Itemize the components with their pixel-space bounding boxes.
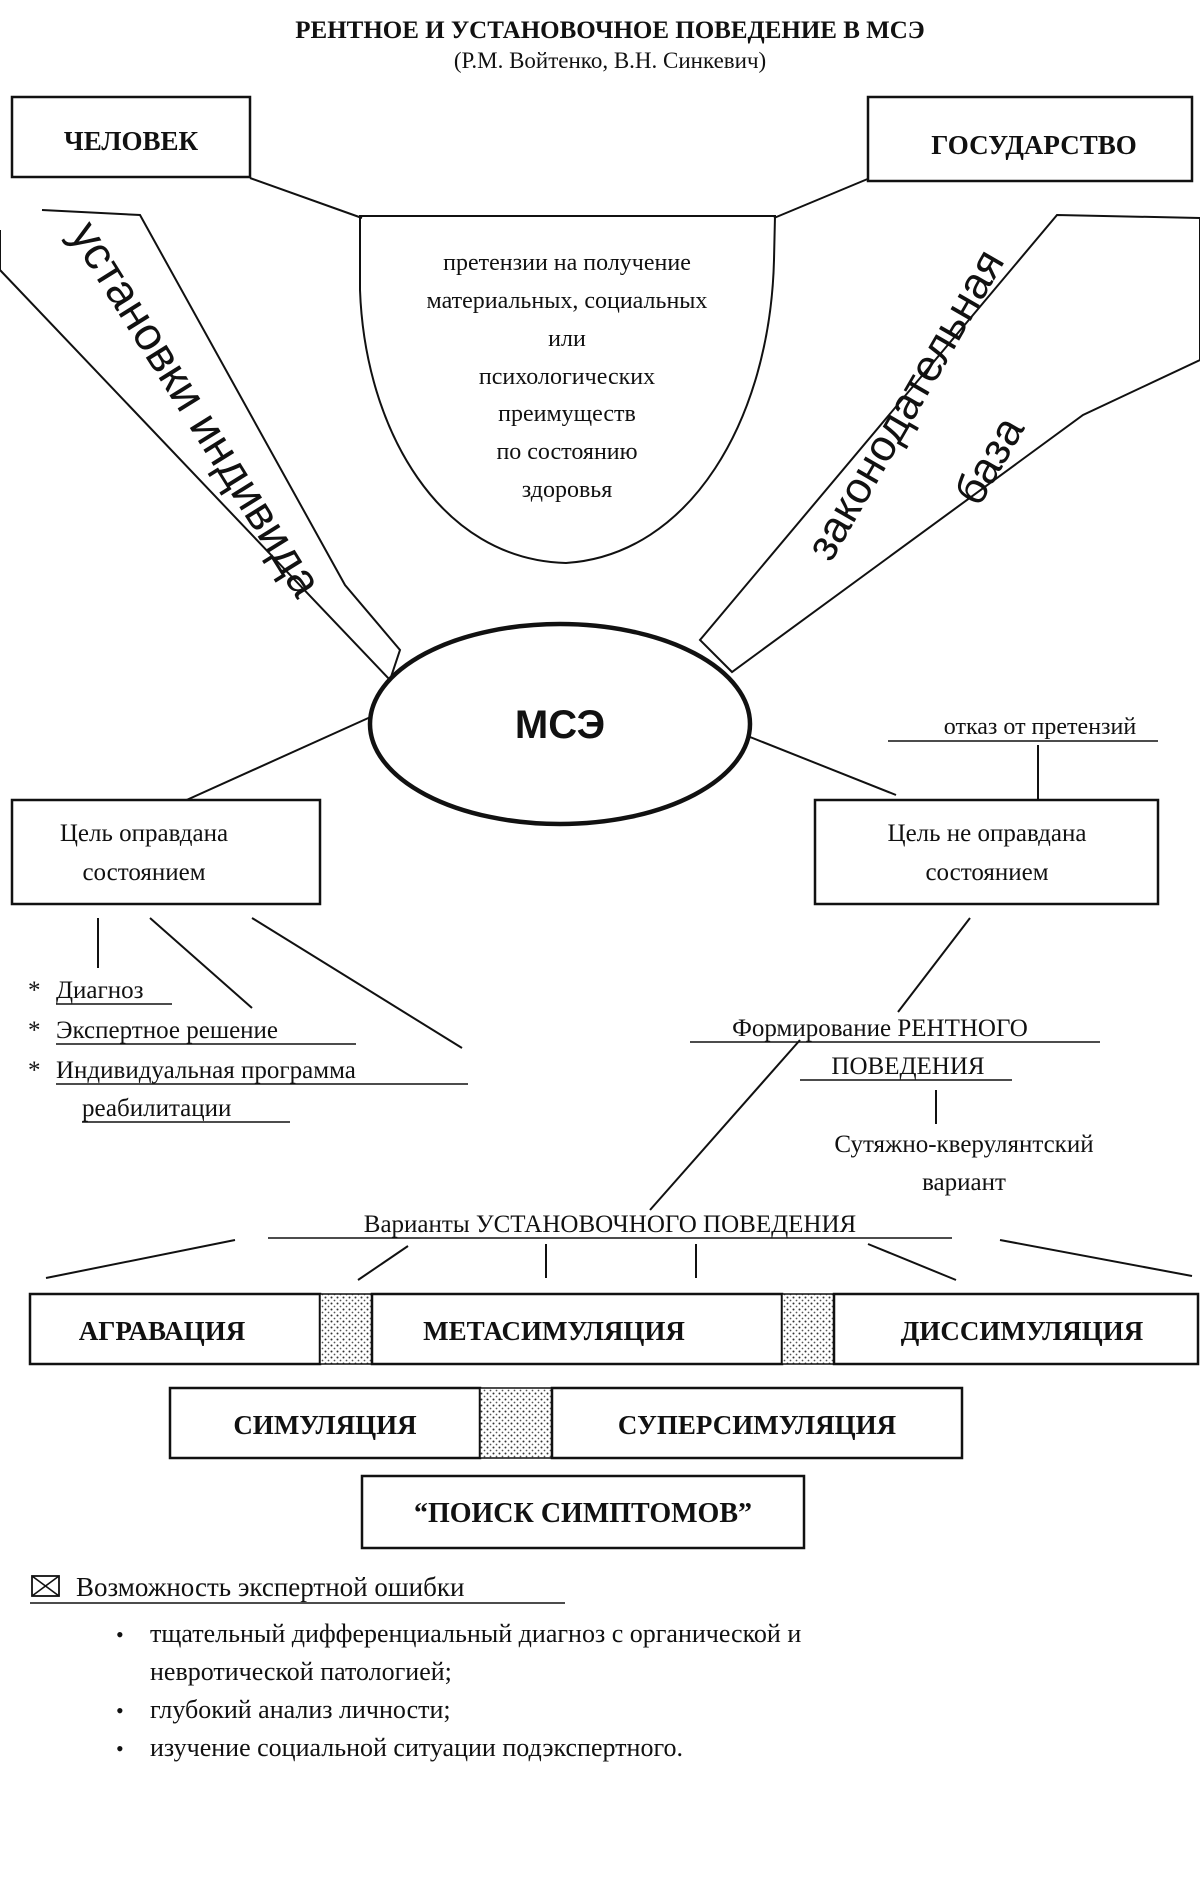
error-bullet: •: [116, 1736, 124, 1761]
error-item-line: глубокий анализ личности;: [150, 1695, 451, 1724]
variant-supersimulation: СУПЕРСИМУЛЯЦИЯ: [618, 1410, 897, 1440]
claims-line: здоровья: [522, 477, 613, 503]
person-label: ЧЕЛОВЕК: [64, 126, 199, 156]
legislation-band: [698, 213, 1200, 674]
litigious-line: Сутяжно-кверулянтский: [834, 1131, 1093, 1158]
litigious-line: вариант: [922, 1169, 1006, 1196]
variant-box: [370, 1292, 784, 1366]
variant-box: [832, 1292, 1200, 1366]
left-branch-connectors: [97, 917, 463, 1049]
mse-label: МСЭ: [515, 703, 605, 747]
left-item: реабилитации: [82, 1095, 231, 1122]
diagram-title: РЕНТНОЕ И УСТАНОВОЧНОЕ ПОВЕДЕНИЕ В МСЭ: [295, 17, 924, 44]
error-item-line: невротической патологией;: [150, 1657, 452, 1686]
variant-dissimulation: ДИССИМУЛЯЦИЯ: [901, 1316, 1144, 1346]
variant-box: [550, 1386, 964, 1460]
claims-cup: [359, 215, 777, 565]
goal-not-justified-line: Цель не оправдана: [888, 820, 1087, 847]
rent-line: Формирование РЕНТНОГО: [732, 1015, 1028, 1042]
state-label: ГОСУДАРСТВО: [931, 130, 1136, 160]
error-item-line: изучение социальной ситуации подэкспертн…: [150, 1733, 683, 1762]
claims-line: претензии на получение: [443, 250, 691, 276]
attitudes-band-label: установки индивида: [60, 212, 333, 606]
variant-separator: [319, 1293, 373, 1365]
left-item: Диагноз: [56, 977, 144, 1004]
diagram-authors: (Р.М. Войтенко, В.Н. Синкевич): [454, 48, 766, 73]
variant-metasimulation: МЕТАСИМУЛЯЦИЯ: [423, 1316, 685, 1346]
rent-to-variants-connector: [649, 1039, 801, 1211]
goal-justified-box: [10, 798, 322, 906]
variant-box: [168, 1386, 482, 1460]
variant-symptom-search: “ПОИСК СИМПТОМОВ”: [414, 1498, 752, 1529]
claims-line: по состоянию: [496, 439, 637, 465]
rent-line: ПОВЕДЕНИЯ: [831, 1053, 984, 1080]
person-box: [10, 95, 252, 179]
refusal-label: отказ от претензий: [944, 714, 1137, 740]
variant-connectors: [45, 1239, 1193, 1281]
top-connectors: [159, 177, 1039, 813]
left-item: Экспертное решение: [56, 1017, 278, 1044]
goal-justified-line: Цель оправдана: [60, 820, 228, 847]
variant-separator: [781, 1293, 835, 1365]
errors-list: • тщательный дифференциальный диагноз с …: [116, 1619, 801, 1762]
item-bullet: *: [28, 977, 41, 1004]
claims-line: психологических: [479, 364, 655, 390]
error-bullet: •: [116, 1622, 124, 1647]
variant-box: [360, 1474, 806, 1550]
goal-not-justified-box: [813, 798, 1160, 906]
variant-simulation: СИМУЛЯЦИЯ: [233, 1410, 417, 1440]
left-item: Индивидуальная программа: [56, 1057, 356, 1084]
attitudes-band: [0, 209, 402, 682]
error-bullet: •: [116, 1698, 124, 1723]
goal-justified-line: состоянием: [82, 859, 205, 886]
mse-ellipse: [367, 621, 753, 827]
claims-line: или: [548, 326, 586, 352]
claims-text: претензии на получение материальных, соц…: [427, 250, 708, 503]
errors-heading: Возможность экспертной ошибки: [76, 1572, 464, 1602]
error-item-line: тщательный дифференциальный диагноз с ор…: [150, 1619, 801, 1648]
variant-separator: [479, 1387, 553, 1459]
claims-line: преимуществ: [498, 401, 636, 427]
rent-connector: [897, 917, 971, 1013]
claims-line: материальных, социальных: [427, 288, 708, 314]
variant-box: [28, 1292, 322, 1366]
goal-not-justified-line: состоянием: [925, 859, 1048, 886]
variant-aggravation: АГРАВАЦИЯ: [79, 1316, 246, 1346]
state-box: [866, 95, 1194, 183]
legislation-band-line: законодательная: [797, 241, 1014, 568]
item-bullet: *: [28, 1017, 41, 1044]
variants-heading: Варианты УСТАНОВОЧНОГО ПОВЕДЕНИЯ: [364, 1211, 856, 1238]
item-bullet: *: [28, 1057, 41, 1084]
left-items: * Диагноз * Экспертное решение * Индивид…: [28, 977, 468, 1123]
envelope-icon: [31, 1575, 60, 1597]
